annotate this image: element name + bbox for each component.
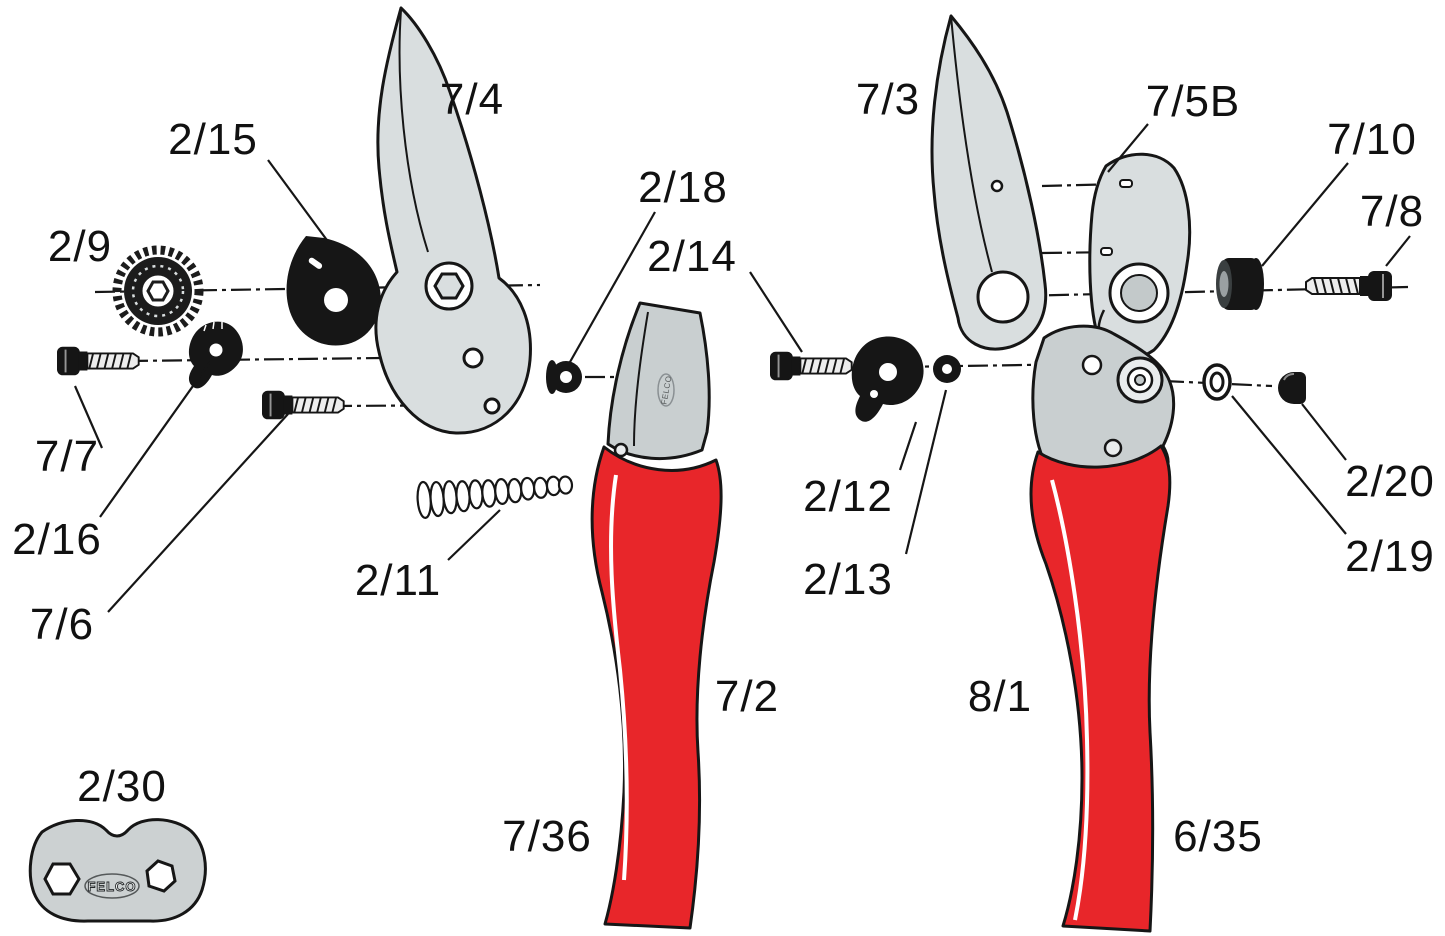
bolt-7-8 — [1305, 270, 1393, 302]
part-label-2-20: 2/20 — [1345, 457, 1435, 506]
part-label-2-11: 2/11 — [354, 556, 442, 605]
adjustment-gear-2-9 — [112, 245, 204, 337]
part-label-2-14: 2/14 — [647, 232, 737, 281]
leader-2-16 — [99, 361, 211, 518]
handle-red-6-35 — [1029, 444, 1172, 933]
part-label-7-7: 7/7 — [34, 432, 100, 481]
bushing-2-18 — [546, 360, 582, 394]
leader-7-5b — [1107, 123, 1149, 173]
part-label-7-8: 7/8 — [1359, 187, 1425, 236]
cap-2-20 — [1278, 372, 1306, 404]
leader-2-11 — [447, 509, 501, 561]
part-label-7-10: 7/10 — [1327, 115, 1417, 164]
part-label-8-1: 8/1 — [967, 672, 1033, 721]
felco-logo: FELCO — [87, 879, 136, 894]
spring-2-11 — [416, 475, 574, 520]
leader-2-19 — [1231, 395, 1347, 535]
leader-7-6 — [107, 413, 289, 613]
part-label-2-13: 2/13 — [803, 555, 893, 604]
axis-pin-upper — [1041, 182, 1121, 188]
leader-lines — [73, 123, 1411, 613]
head-plate-7-5b — [1088, 152, 1192, 360]
nut-7-10 — [1216, 258, 1264, 310]
axis-pin-lower — [1041, 250, 1119, 255]
part-label-7-5b: 7/5B — [1145, 77, 1241, 126]
bolt-7-7 — [56, 345, 140, 377]
part-label-2-12: 2/12 — [803, 472, 893, 521]
catch-plate-2-15 — [286, 236, 381, 346]
handle-head-7-2: FELCO — [606, 301, 711, 460]
axis-bearing — [1163, 379, 1273, 388]
handle-red-7-36 — [590, 445, 723, 930]
wrench-2-30: FELCO — [28, 818, 207, 923]
bolt-7-6 — [261, 389, 345, 421]
washer-2-13 — [933, 355, 961, 383]
leader-2-18 — [569, 211, 656, 363]
cam-2-12 — [851, 336, 924, 422]
part-label-2-9: 2/9 — [47, 222, 113, 271]
counter-blade-7-4 — [374, 6, 532, 435]
part-label-2-18: 2/18 — [638, 163, 728, 212]
bolt-2-14 — [769, 350, 853, 382]
handle-head-8-1 — [1031, 324, 1176, 490]
part-label-7-3: 7/3 — [855, 75, 921, 124]
part-label-7-36: 7/36 — [502, 812, 592, 861]
cutting-blade-7-3 — [930, 14, 1048, 351]
part-label-2-15: 2/15 — [168, 115, 258, 164]
leader-7-10 — [1261, 162, 1349, 267]
washer-2-19 — [1202, 363, 1232, 401]
part-label-7-6: 7/6 — [29, 600, 95, 649]
axis-right-main — [1014, 285, 1409, 298]
part-label-6-35: 6/35 — [1173, 812, 1263, 861]
part-label-2-16: 2/16 — [12, 515, 102, 564]
leader-2-20 — [1301, 403, 1347, 461]
leader-2-12 — [898, 421, 918, 471]
leader-7-8 — [1385, 235, 1411, 267]
part-label-2-30: 2/30 — [77, 762, 167, 811]
part-label-7-4: 7/4 — [439, 75, 505, 124]
leader-7-7 — [73, 385, 104, 449]
cam-2-16 — [188, 321, 243, 389]
leader-2-14 — [749, 271, 803, 353]
part-label-2-19: 2/19 — [1345, 532, 1435, 581]
leader-2-13 — [904, 389, 948, 555]
leader-2-15 — [267, 159, 333, 248]
part-label-7-2: 7/2 — [714, 672, 780, 721]
